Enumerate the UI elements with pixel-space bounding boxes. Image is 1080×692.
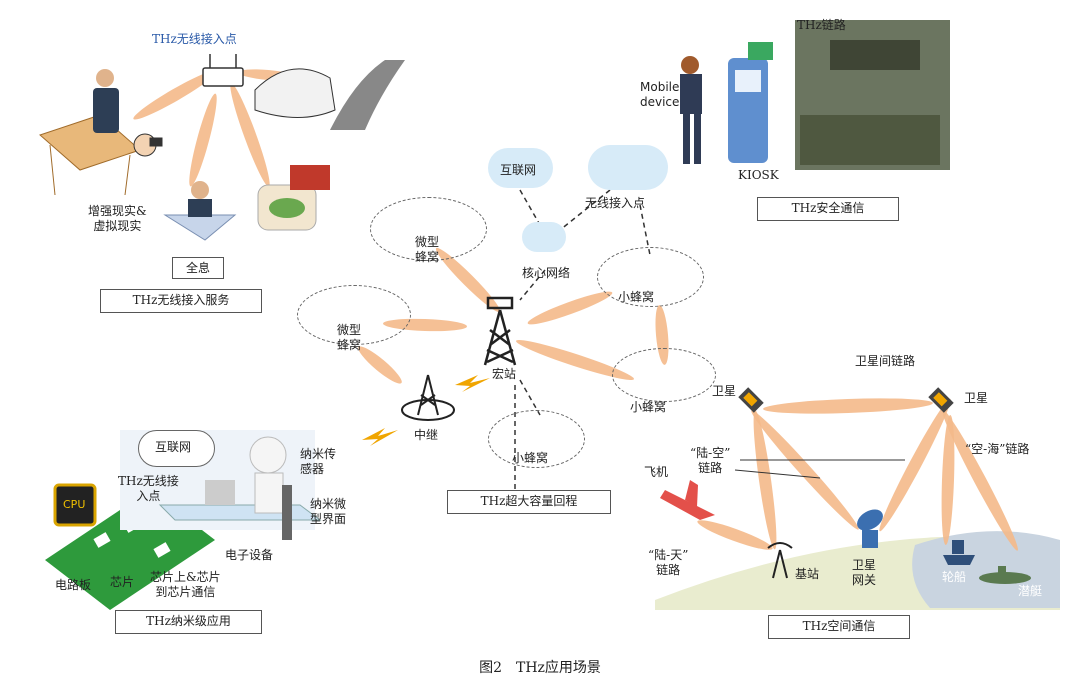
- nano-internet-cloud: [138, 430, 215, 467]
- small-cell-right-label: 小蜂窝: [618, 290, 655, 304]
- small-cell-right: [597, 247, 704, 307]
- submarine-label: 潜艇: [1018, 584, 1043, 598]
- ship-shape: [943, 540, 975, 565]
- ap-router: [202, 54, 244, 87]
- relay-tower: [401, 374, 455, 421]
- dashed-links: [514, 189, 651, 490]
- cpu-label: CPU: [63, 498, 86, 511]
- satellite-left-label: 卫星: [712, 384, 737, 398]
- micro-cell-left: [297, 285, 411, 345]
- base-station-tower: [767, 542, 793, 579]
- ground-air-label: “陆-空” 链路: [690, 446, 731, 475]
- ground-space-label: “陆-天” 链路: [648, 548, 689, 577]
- air-sea-label: “空-海”链路: [965, 442, 1030, 456]
- submarine-shape: [979, 566, 1031, 584]
- satellite-gateway-label: 卫星 网关: [852, 558, 877, 587]
- airplane-shape: [660, 480, 715, 520]
- internet-label: 互联网: [500, 163, 537, 177]
- small-cell-bottom: [488, 410, 585, 468]
- figure-caption: 图2 THz应用场景: [479, 660, 601, 676]
- ap-title-label: THz无线接入点: [152, 32, 237, 46]
- inter-satellite-label: 卫星间链路: [855, 354, 916, 368]
- electronic-device-label: 电子设备: [225, 548, 274, 562]
- ship-label: 轮船: [942, 570, 967, 584]
- mobile-device-label: Mobile device: [640, 80, 680, 109]
- macro-tower: [483, 296, 517, 366]
- micro-cell-top-label: 微型 蜂窝: [415, 235, 440, 264]
- small-cell-lower-label: 小蜂窝: [630, 400, 667, 414]
- macro-station-label: 宏站: [492, 367, 517, 381]
- hologram-box: 全息: [172, 257, 224, 279]
- businessman: [93, 69, 119, 133]
- stadium: [257, 165, 330, 231]
- space-comm-box: THz空间通信: [768, 615, 910, 639]
- satellite-left: [738, 387, 764, 413]
- vr-head: [133, 133, 163, 157]
- nano-sensor-label: 纳米传 感器: [300, 447, 337, 476]
- ar-vr-label: 增强现实& 虚拟现实: [88, 204, 147, 233]
- base-station-label: 基站: [795, 567, 820, 581]
- ap-beams: [133, 69, 298, 187]
- cpu-chip-shape: [53, 483, 97, 527]
- small-cell-bottom-label: 小蜂窝: [512, 451, 549, 465]
- small-cell-lower: [612, 348, 716, 402]
- internet-cloud: [488, 148, 553, 188]
- woman-mobile: [680, 56, 702, 164]
- satellite-right: [928, 387, 954, 413]
- ar-table: [39, 114, 141, 196]
- micro-cell-top: [370, 197, 487, 261]
- hologram-man: [188, 181, 212, 217]
- thz-link-label: THz链路: [797, 18, 846, 32]
- core-network-cloud: [522, 222, 566, 252]
- link-arrows: [734, 459, 905, 479]
- nano-app-box: THz纳米级应用: [115, 610, 262, 634]
- micro-cell-left-label: 微型 蜂窝: [337, 323, 362, 352]
- train-road: [254, 60, 405, 130]
- nano-ap-label: THz无线接 入点: [118, 474, 179, 503]
- hologram-pyramid: [163, 214, 237, 241]
- sea-area: [912, 531, 1060, 608]
- relay-label: 中继: [414, 428, 439, 442]
- space-beams: [697, 398, 1018, 551]
- gateway-dish: [857, 509, 883, 548]
- security-comm-box: THz安全通信: [757, 197, 899, 221]
- chip-to-chip-label: 芯片上&芯片 到芯片通信: [150, 570, 221, 599]
- nano-internet-label: 互联网: [155, 440, 192, 454]
- nano-interface-label: 纳米微 型界面: [310, 497, 347, 526]
- backhaul-box: THz超大容量回程: [447, 490, 611, 514]
- signal-bolts: [362, 375, 490, 446]
- kiosk-machine: [728, 42, 773, 163]
- kiosk-label: KIOSK: [738, 168, 779, 182]
- satellite-right-label: 卫星: [964, 391, 989, 405]
- chip-label: 芯片: [110, 575, 135, 589]
- wireless-access-service-box: THz无线接入服务: [100, 289, 262, 313]
- airplane-label: 飞机: [644, 465, 669, 479]
- access-point-cloud: [588, 145, 668, 190]
- circuit-board-label: 电路板: [55, 578, 92, 592]
- core-network-label: 核心网络: [522, 266, 571, 280]
- access-point-label: 无线接入点: [585, 196, 646, 210]
